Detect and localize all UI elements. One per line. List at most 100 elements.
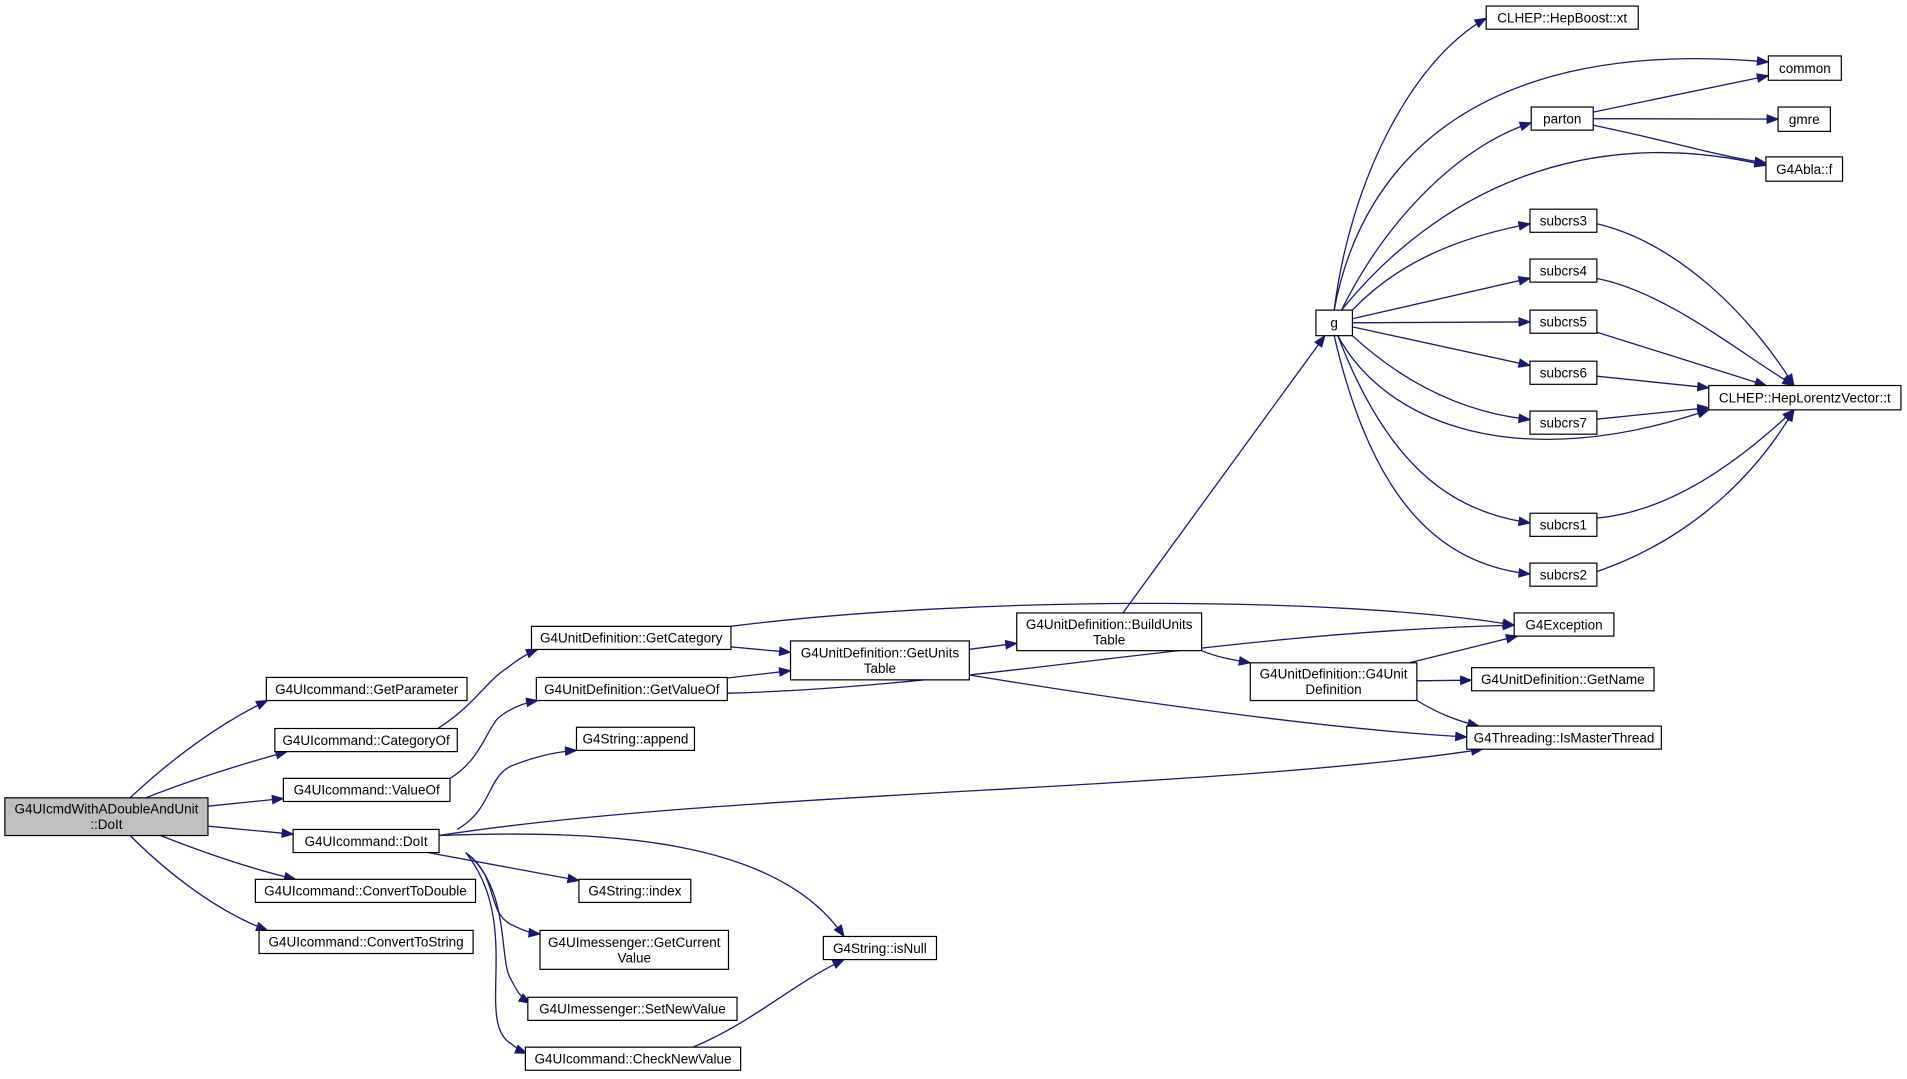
- call-edge-g-to-subcrs6: [1352, 326, 1532, 368]
- call-edge-line: [129, 699, 268, 799]
- function-node-strIsNull[interactable]: G4String::isNull: [822, 935, 938, 961]
- arrowhead-icon: [1454, 731, 1469, 742]
- call-edge-root-to-convToString: [129, 835, 269, 932]
- call-edge-subcrs5-to-hepLorentzT: [1596, 331, 1768, 387]
- function-node-label: G4String::isNull: [833, 941, 927, 956]
- function-node-strIndex[interactable]: G4String::index: [578, 878, 692, 904]
- arrowhead-icon: [1756, 56, 1770, 66]
- function-node-msgSetNew[interactable]: G4UImessenger::SetNewValue: [527, 996, 738, 1021]
- function-node-box: [254, 878, 477, 904]
- function-node-udGetName[interactable]: G4UnitDefinition::GetName: [1471, 667, 1655, 692]
- call-edge-subcrs3-to-hepLorentzT: [1596, 223, 1795, 387]
- function-node-hepLorentzT[interactable]: CLHEP::HepLorentzVector::t: [1708, 384, 1902, 411]
- function-node-label: G4UnitDefinition::G4Unit: [1260, 667, 1408, 682]
- function-node-label: G4UnitDefinition::GetUnits: [801, 645, 960, 660]
- function-node-box: [539, 929, 730, 970]
- call-edge-root-to-categoryOf: [145, 749, 289, 799]
- call-edge-udCtor-to-isMaster: [1416, 699, 1481, 729]
- call-edge-line: [160, 834, 296, 880]
- function-node-box: [1765, 156, 1844, 182]
- call-edge-line: [207, 797, 284, 807]
- function-node-common[interactable]: common: [1767, 55, 1842, 81]
- call-edge-line: [437, 648, 538, 730]
- function-node-subcrs2[interactable]: subcrs2: [1529, 562, 1598, 587]
- call-edge-line: [465, 852, 531, 1004]
- function-node-label: G4UIcommand::CategoryOf: [282, 733, 450, 748]
- arrowhead-icon: [1460, 675, 1474, 686]
- arrowhead-icon: [1518, 567, 1532, 578]
- call-edge-uiDoIt-to-checkNew: [465, 852, 528, 1054]
- call-edge-line: [438, 748, 1483, 837]
- call-edge-g-to-subcrs1: [1337, 335, 1532, 527]
- function-node-subcrs6[interactable]: subcrs6: [1529, 360, 1598, 385]
- arrowhead-icon: [1518, 121, 1533, 132]
- function-node-checkNew[interactable]: G4UIcommand::CheckNewValue: [524, 1046, 742, 1071]
- function-node-label: G4UIcmdWithADoubleAndUnit: [15, 802, 199, 817]
- function-node-udCtor[interactable]: G4UnitDefinition::G4UnitDefinition: [1249, 662, 1418, 702]
- function-node-g4ablaF[interactable]: G4Abla::f: [1765, 156, 1844, 182]
- function-node-g4exception[interactable]: G4Exception: [1513, 612, 1615, 637]
- arrowhead-icon: [566, 873, 581, 884]
- call-edge-line: [1596, 406, 1709, 420]
- function-node-convToString[interactable]: G4UIcommand::ConvertToString: [258, 929, 474, 955]
- function-node-label: G4String::index: [588, 884, 681, 899]
- function-node-isMaster[interactable]: G4Threading::IsMasterThread: [1466, 725, 1662, 750]
- function-node-getParameter[interactable]: G4UIcommand::GetParameter: [265, 676, 468, 702]
- function-node-gmre[interactable]: gmre: [1777, 106, 1831, 132]
- call-edge-line: [1337, 335, 1531, 524]
- call-edge-line: [145, 750, 288, 799]
- function-node-udGetValueOf[interactable]: G4UnitDefinition::GetValueOf: [535, 676, 728, 702]
- function-node-root[interactable]: G4UIcmdWithADoubleAndUnit::DoIt: [4, 797, 209, 837]
- arrowhead-icon: [255, 921, 269, 931]
- call-edge-line: [1340, 122, 1532, 311]
- function-node-box: [1315, 309, 1354, 337]
- function-node-box: [1513, 612, 1615, 637]
- function-node-parton[interactable]: parton: [1530, 106, 1594, 131]
- function-node-label: G4UnitDefinition::BuildUnits: [1026, 617, 1193, 632]
- call-edge-root-to-uiDoIt: [207, 825, 295, 838]
- function-node-box: [258, 929, 474, 955]
- function-node-label: subcrs4: [1540, 263, 1588, 278]
- call-edge-line: [727, 624, 1515, 694]
- function-node-subcrs1[interactable]: subcrs1: [1529, 512, 1598, 537]
- function-node-uiDoIt[interactable]: G4UIcommand::DoIt: [292, 828, 440, 854]
- call-edge-line: [1333, 335, 1531, 575]
- function-node-strAppend[interactable]: G4String::append: [575, 726, 696, 751]
- call-edge-line: [465, 852, 541, 935]
- function-node-udGetCategory[interactable]: G4UnitDefinition::GetCategory: [530, 625, 732, 651]
- call-edge-root-to-getParameter: [129, 699, 269, 799]
- arrowhead-icon: [525, 648, 539, 659]
- call-edge-udGetUnitsTable-to-udBuildUnits: [969, 639, 1019, 650]
- function-node-categoryOf[interactable]: G4UIcommand::CategoryOf: [274, 727, 458, 753]
- function-node-box: [292, 828, 440, 854]
- arrowhead-icon: [525, 697, 539, 708]
- call-edge-g-to-common: [1333, 56, 1770, 311]
- call-edge-subcrs7-to-hepLorentzT: [1596, 403, 1711, 420]
- call-edge-line: [428, 851, 580, 882]
- call-edge-line: [449, 699, 538, 779]
- function-node-label: G4Threading::IsMasterThread: [1474, 730, 1655, 745]
- call-edge-line: [207, 825, 294, 835]
- function-node-valueOf[interactable]: G4UIcommand::ValueOf: [282, 777, 451, 803]
- function-node-subcrs4[interactable]: subcrs4: [1529, 258, 1598, 283]
- call-edge-line: [969, 674, 1467, 738]
- arrowhead-icon: [1696, 403, 1711, 414]
- function-node-convToDouble[interactable]: G4UIcommand::ConvertToDouble: [254, 878, 477, 904]
- arrowhead-icon: [1502, 620, 1516, 631]
- arrowhead-icon: [1517, 516, 1532, 527]
- call-edge-line: [1333, 57, 1769, 311]
- function-node-hepBoostXt[interactable]: CLHEP::HepBoost::xt: [1485, 5, 1639, 30]
- function-node-subcrs7[interactable]: subcrs7: [1529, 410, 1598, 435]
- call-edge-root-to-valueOf: [207, 794, 285, 807]
- function-node-subcrs3[interactable]: subcrs3: [1529, 208, 1598, 233]
- function-node-box: [1249, 662, 1418, 702]
- function-node-label: common: [1779, 61, 1831, 76]
- function-node-subcrs5[interactable]: subcrs5: [1529, 309, 1598, 334]
- function-node-label: G4String::append: [583, 732, 689, 747]
- function-node-box: [578, 878, 692, 904]
- function-node-g[interactable]: g: [1315, 309, 1354, 337]
- call-edge-udBuildUnits-to-udCtor: [1201, 650, 1252, 666]
